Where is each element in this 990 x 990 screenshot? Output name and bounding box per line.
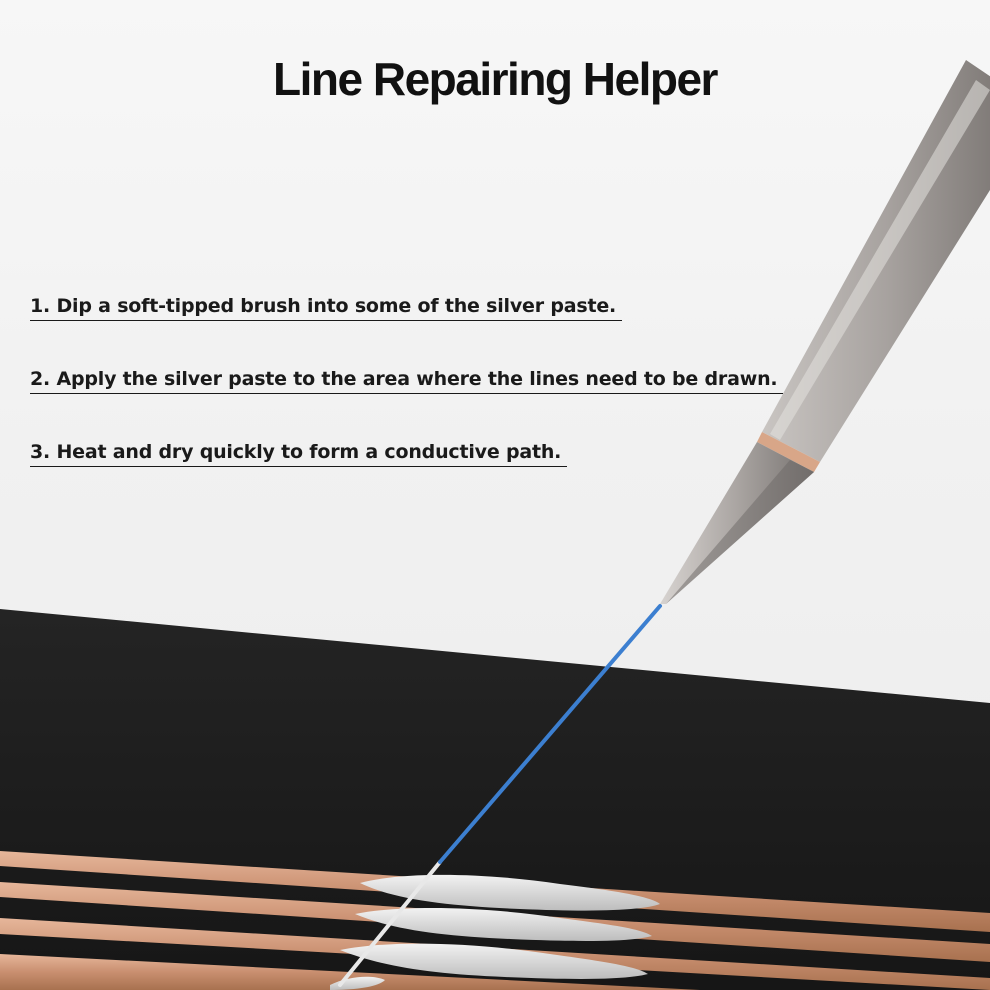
pen-tip-shade [666,460,814,604]
pen-ring [757,432,820,472]
drawn-blue-line [438,604,662,864]
instruction-step-2: 2. Apply the silver paste to the area wh… [30,365,784,438]
silver-paste-patch [360,874,660,911]
pen-body-highlight [770,80,990,440]
instruction-step-3: 3. Heat and dry quickly to form a conduc… [30,438,783,511]
instruction-step-text: 1. Dip a soft-tipped brush into some of … [30,292,623,321]
instruction-step-1: 1. Dip a soft-tipped brush into some of … [30,292,783,365]
silver-paste-patches [330,874,660,990]
instruction-step-text: 3. Heat and dry quickly to form a conduc… [30,438,568,467]
instruction-steps: 1. Dip a soft-tipped brush into some of … [30,292,784,511]
silver-paste-patch [340,943,648,979]
drawn-silver-line [338,860,442,987]
page-title: Line Repairing Helper [273,53,718,105]
instruction-step-text: 2. Apply the silver paste to the area wh… [30,365,784,394]
silver-paste-patch [355,908,652,941]
repair-pen-icon [660,60,990,604]
